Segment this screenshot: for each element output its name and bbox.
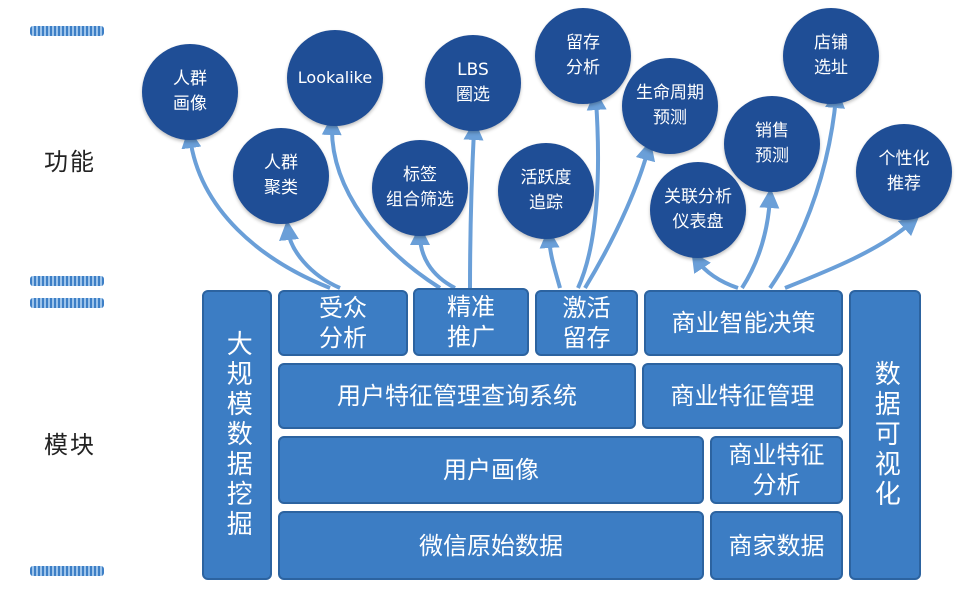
function-store-location: 店铺 选址 — [783, 8, 879, 104]
divider-stripe-top — [30, 26, 104, 36]
block-wechat-raw-data: 微信原始数据 — [278, 511, 704, 580]
arrow-lbs-select — [463, 120, 484, 289]
function-crowd-profile: 人群 画像 — [142, 44, 238, 140]
arrow-retention-analysis — [576, 90, 607, 289]
divider-stripe-bottom — [30, 566, 104, 576]
block-audience-analysis: 受众 分析 — [278, 290, 408, 356]
block-business-feature-analysis: 商业特征 分析 — [710, 436, 843, 504]
arrow-lifecycle-prediction — [583, 140, 656, 290]
divider-stripe-middle-1 — [30, 276, 104, 286]
block-merchant-data: 商家数据 — [710, 511, 843, 580]
block-big-data-mining: 大规模数据挖掘 — [202, 290, 272, 580]
function-sales-forecast: 销售 预测 — [724, 96, 820, 192]
block-activation-retention: 激活 留存 — [535, 290, 638, 356]
arrow-association-dashboard — [691, 251, 739, 290]
divider-stripe-middle-2 — [30, 298, 104, 308]
function-lbs-select: LBS 圈选 — [425, 35, 521, 131]
arrow-sales-forecast — [740, 188, 780, 290]
arrow-personalized-recommendation — [784, 215, 920, 290]
arrow-tag-filter — [410, 225, 456, 290]
block-user-feature-system: 用户特征管理查询系统 — [278, 363, 636, 429]
function-activity-tracking: 活跃度 追踪 — [498, 143, 594, 239]
arrow-store-location — [768, 88, 845, 290]
arrow-crowd-clustering — [279, 220, 341, 290]
block-business-decision: 商业智能决策 — [644, 290, 843, 356]
row-label-function: 功能 — [44, 148, 96, 176]
block-business-feature-mgmt: 商业特征管理 — [642, 363, 843, 429]
arrow-crowd-profile — [181, 128, 331, 290]
function-lookalike: Lookalike — [287, 30, 383, 126]
function-retention-analysis: 留存 分析 — [535, 8, 631, 104]
function-personalized-recommendation: 个性化 推荐 — [856, 124, 952, 220]
function-lifecycle-prediction: 生命周期 预测 — [622, 58, 718, 154]
function-crowd-clustering: 人群 聚类 — [233, 128, 329, 224]
function-tag-filter: 标签 组合筛选 — [372, 140, 468, 236]
block-precise-promotion: 精准 推广 — [413, 288, 529, 356]
block-data-visualization: 数据可视化 — [849, 290, 921, 580]
arrow-activity-tracking — [539, 228, 562, 289]
row-label-module: 模块 — [44, 431, 96, 459]
arrow-lookalike — [321, 115, 442, 290]
function-association-dashboard: 关联分析 仪表盘 — [650, 162, 746, 258]
block-user-profile: 用户画像 — [278, 436, 704, 504]
